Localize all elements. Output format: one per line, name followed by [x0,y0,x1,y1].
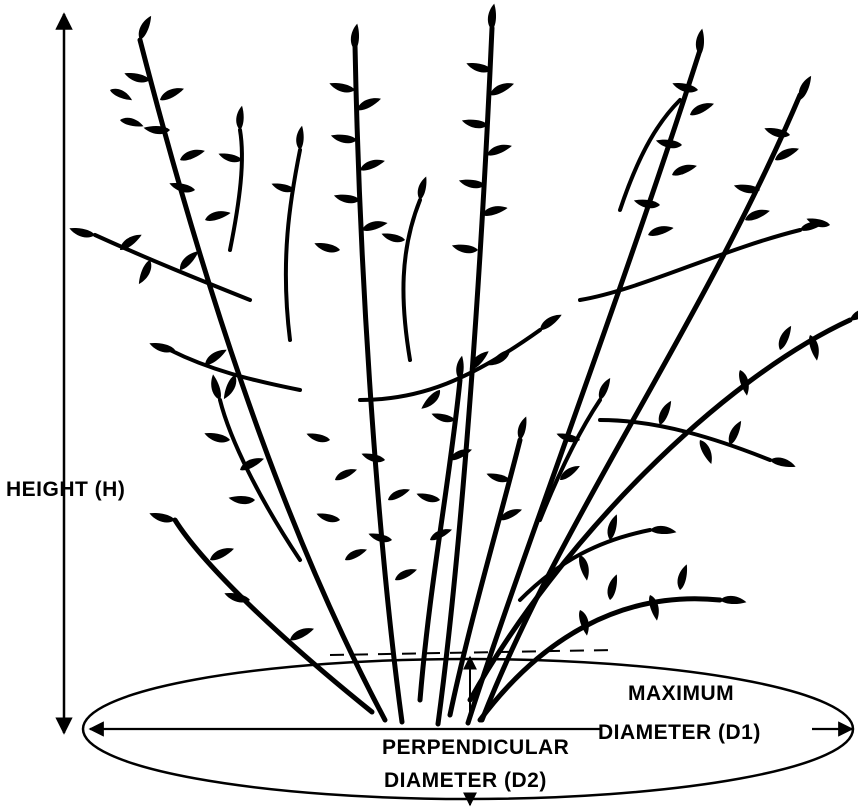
shrub-illustration [95,28,850,724]
perpendicular-dashed-line [330,650,612,655]
perpendicular-diameter-label-line2: DIAMETER (D2) [384,770,547,791]
height-label: HEIGHT (H) [6,479,125,500]
perpendicular-diameter-label-line1: PERPENDICULAR [382,737,569,758]
shrub-leaves [68,3,858,642]
max-diameter-label-line2: DIAMETER (D1) [598,722,761,743]
max-diameter-label-line1: MAXIMUM [628,683,734,704]
